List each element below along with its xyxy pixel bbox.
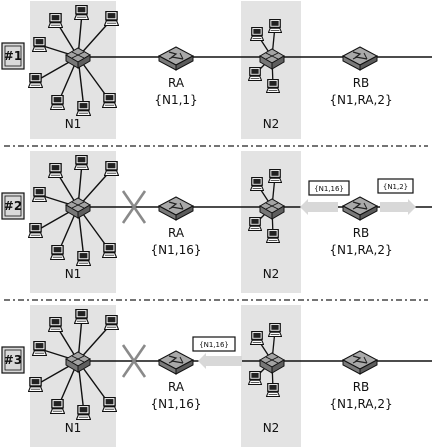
router-ra-icon: [158, 350, 194, 375]
step-badge: [1, 192, 25, 220]
step-badge-inner: [4, 349, 22, 371]
router-rb-icon: [342, 46, 378, 71]
computer-icon: [48, 163, 63, 178]
computer-icon: [250, 177, 264, 191]
ra-label: RA: [168, 226, 185, 240]
arrow-left: [300, 199, 338, 215]
computer-icon: [104, 161, 119, 176]
arrow-left: [198, 353, 242, 369]
n1-label: N1: [65, 267, 82, 281]
ra-label: RA: [168, 380, 185, 394]
broken-link-x: [121, 344, 147, 378]
message-box: [377, 178, 414, 194]
panel-step-2: #2 {N1,16} {N1,2} N1 N2 RA {N1,16} RB {N1,RA,2}: [1, 151, 432, 293]
computer-icon: [268, 169, 282, 183]
broken-link-x: [121, 190, 147, 224]
computer-icon: [250, 27, 264, 41]
computer-icon: [32, 187, 47, 202]
panel-step-1: #1N1 N2 RA {N1,1} RB {N1,RA,2}: [1, 1, 432, 139]
computer-icon: [266, 383, 280, 397]
computer-icon: [48, 317, 63, 332]
computer-icon: [248, 67, 262, 81]
computer-icon: [266, 79, 280, 93]
n1-label: N1: [65, 421, 82, 435]
computer-icon: [76, 405, 91, 420]
network-n1-zone: [30, 151, 116, 293]
computer-icon: [32, 341, 47, 356]
ra-entry: {N1,16}: [151, 397, 202, 411]
ra-entry: {N1,16}: [151, 243, 202, 257]
computer-icon: [28, 73, 43, 88]
router-ra-icon: [158, 196, 194, 221]
router-rb-icon: [342, 196, 378, 221]
computer-icon: [104, 315, 119, 330]
computer-icon: [28, 223, 43, 238]
router-ra-icon: [158, 46, 194, 71]
step-badge-inner: [4, 195, 22, 217]
message-box: [192, 336, 236, 352]
router-rb-icon: [342, 350, 378, 375]
step-label: #2: [4, 199, 22, 213]
computer-icon: [28, 377, 43, 392]
rb-entry: {N1,RA,2}: [329, 93, 392, 107]
message-left: {N1,16}: [308, 180, 350, 196]
computer-icon: [74, 155, 89, 170]
computer-icon: [248, 217, 262, 231]
rb-label: RB: [353, 226, 370, 240]
message-box: [308, 180, 350, 196]
step-badge: [1, 346, 25, 374]
network-n1-zone: [30, 305, 116, 447]
computer-icon: [266, 229, 280, 243]
computer-icon: [50, 399, 65, 414]
computer-icon: [32, 37, 47, 52]
computer-icon: [48, 13, 63, 28]
message-ra: {N1,16}: [192, 336, 236, 352]
computer-icon: [102, 397, 117, 412]
computer-icon: [268, 19, 282, 33]
message-right: {N1,2}: [377, 178, 414, 194]
ra-entry: {N1,1}: [154, 93, 197, 107]
step-label: #1: [4, 49, 22, 63]
rb-label: RB: [353, 380, 370, 394]
computer-icon: [250, 331, 264, 345]
computer-icon: [102, 93, 117, 108]
message-label: {N1,16}: [314, 185, 344, 193]
rb-entry: {N1,RA,2}: [329, 397, 392, 411]
ra-label: RA: [168, 76, 185, 90]
arrow-right: [380, 199, 416, 215]
computer-icon: [76, 101, 91, 116]
rb-label: RB: [353, 76, 370, 90]
computer-icon: [50, 95, 65, 110]
computer-icon: [76, 251, 91, 266]
computer-icon: [104, 11, 119, 26]
computer-icon: [268, 323, 282, 337]
message-label: {N1,16}: [199, 341, 229, 349]
step-label: #3: [4, 353, 22, 367]
step-badge-inner: [4, 45, 22, 67]
computer-icon: [74, 5, 89, 20]
n2-label: N2: [263, 267, 280, 281]
computer-icon: [248, 371, 262, 385]
computer-icon: [50, 245, 65, 260]
n1-label: N1: [65, 117, 82, 131]
n2-label: N2: [263, 117, 280, 131]
message-label: {N1,2}: [383, 183, 408, 191]
rb-entry: {N1,RA,2}: [329, 243, 392, 257]
computer-icon: [74, 309, 89, 324]
n2-label: N2: [263, 421, 280, 435]
step-badge: [1, 42, 25, 70]
computer-icon: [102, 243, 117, 258]
panel-step-3: #3 {N1,16} N1 N2 RA {N1,16} RB {N1,RA,2}: [1, 305, 432, 447]
